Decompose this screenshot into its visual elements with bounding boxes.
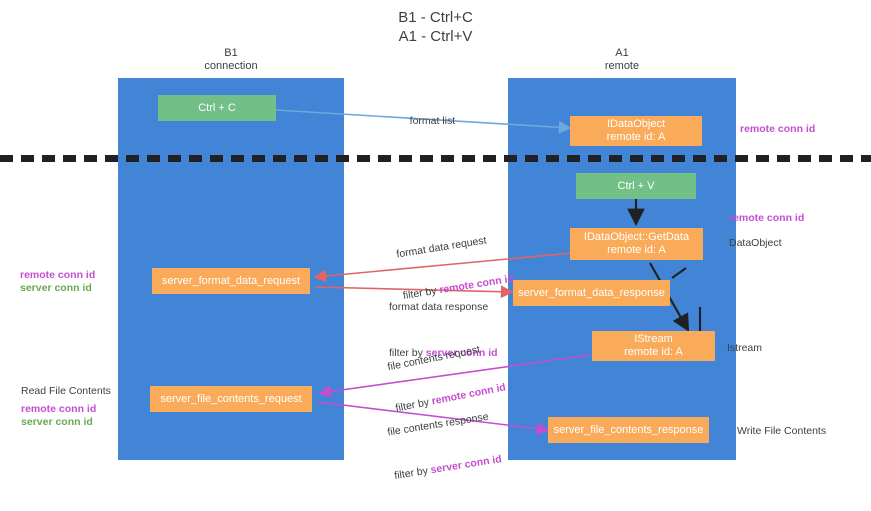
title-line-2: A1 - Ctrl+V [398,28,473,45]
annotation-left-remote-conn-id-mid: remote conn id [20,269,96,281]
annotation-right-dataobject: DataObject [729,237,782,249]
filter-key-server-conn-id: server conn id [429,453,503,477]
page-title: B1 - Ctrl+C A1 - Ctrl+V [0,8,871,46]
node-idataobject-getdata[interactable]: IDataObject::GetData remote id: A [570,228,703,260]
phase-divider [0,155,871,162]
node-ctrl-v-label: Ctrl + V [617,179,655,192]
annotation-right-write-file-contents: Write File Contents [737,425,827,437]
edge-label-file-contents-response-line1: file contents response [386,410,490,439]
annotation-left-server-conn-id-mid: server conn id [20,282,92,294]
column-header-b1-name: B1 [224,47,238,59]
node-istream-line1: IStream [634,333,673,345]
title-line-1: B1 - Ctrl+C [398,9,473,26]
edge-label-format-list-text: format list [409,115,456,127]
edge-label-format-list: format list [398,100,456,142]
annotation-left-remote-conn-id-bottom: remote conn id [21,403,97,415]
node-getdata-line2: remote id: A [607,244,666,256]
node-getdata-line1: IDataObject::GetData [583,231,690,243]
node-server-format-data-response[interactable]: server_format_data_response [513,280,670,306]
node-server-file-contents-request-label: server_file_contents_request [160,392,302,405]
node-server-format-data-request[interactable]: server_format_data_request [152,268,310,294]
node-ctrl-v[interactable]: Ctrl + V [576,173,696,199]
node-server-file-contents-response[interactable]: server_file_contents_response [548,417,709,443]
annotation-left-read-file-contents: Read File Contents [21,385,111,397]
node-server-format-data-response-label: server_format_data_response [518,286,665,299]
annotation-right-istream: Istream [727,342,763,354]
edge-label-file-contents-request-line1: file contents request [386,343,482,374]
annotation-left-server-conn-id-bottom: server conn id [21,416,93,428]
edge-label-format-data-request-line1: format data request [395,234,488,261]
column-header-a1-name: A1 [615,47,629,59]
annotation-right-remote-conn-id-top: remote conn id [740,123,816,135]
node-server-format-data-request-label: server_format_data_request [161,274,301,287]
column-header-a1-role: remote [604,60,640,72]
node-ctrl-c-label: Ctrl + C [198,101,236,114]
edge-label-format-data-response-line1: format data response [389,301,489,313]
node-server-file-contents-response-label: server_file_contents_response [553,423,704,436]
edge-label-file-contents-response-filter: filter by server conn id [393,452,502,483]
node-ctrl-c[interactable]: Ctrl + C [158,95,276,121]
node-istream[interactable]: IStream remote id: A [592,331,715,361]
column-header-b1-role: connection [204,60,258,72]
annotation-right-remote-conn-id-mid: remote conn id [729,212,805,224]
node-server-file-contents-request[interactable]: server_file_contents_request [150,386,312,412]
edge-label-file-contents-response: file contents response filter by server … [382,381,507,511]
node-idataobject-line2: remote id: A [606,131,666,143]
node-idataobject[interactable]: IDataObject remote id: A [570,116,702,146]
node-idataobject-line1: IDataObject [606,118,666,130]
node-istream-line2: remote id: A [624,346,683,358]
